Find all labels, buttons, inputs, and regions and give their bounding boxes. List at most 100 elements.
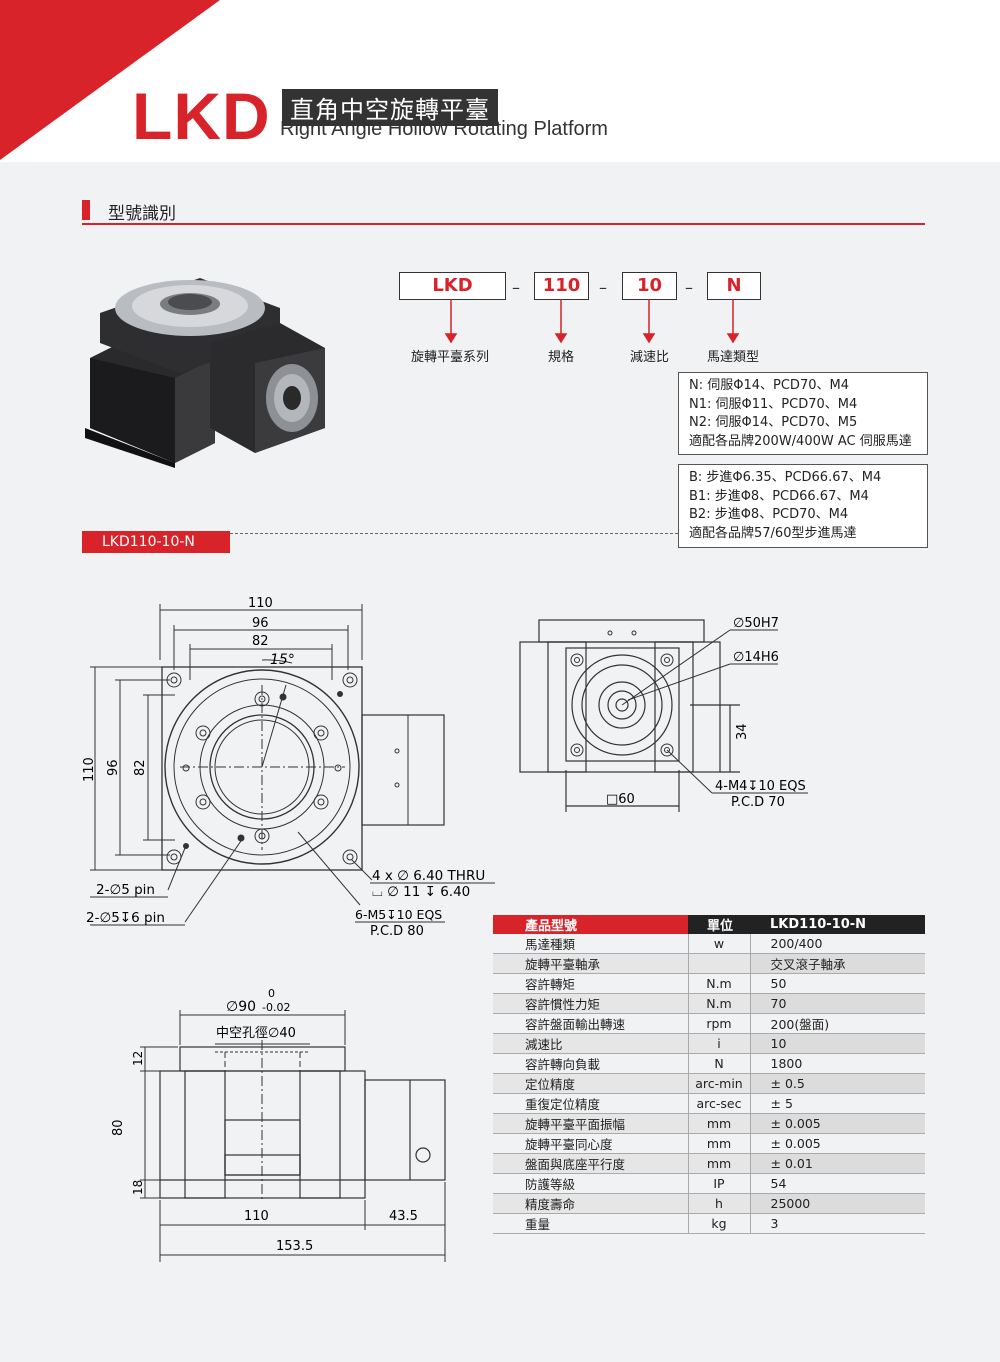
param-value: ± 5 <box>750 1093 925 1114</box>
option-line: N2: 伺服Φ14、PCD70、M5 <box>689 415 858 430</box>
code-label-size: 規格 <box>548 350 575 365</box>
dim-front-height-96: 96 <box>106 759 121 776</box>
param-value: 25000 <box>750 1193 925 1214</box>
param-name: 防護等級 <box>493 1173 688 1194</box>
code-label-series: 旋轉平臺系列 <box>411 350 490 365</box>
code-series-box: LKD <box>399 272 506 300</box>
param-name: 盤面與底座平行度 <box>493 1153 688 1174</box>
param-value: 1800 <box>750 1053 925 1074</box>
model-tag: LKD110-10-N <box>82 531 230 553</box>
code-dash: – <box>599 278 607 297</box>
param-unit: arc-sec <box>687 1093 751 1114</box>
param-unit: N.m <box>687 973 751 994</box>
note-thru-holes: 4 x ∅ 6.40 THRU <box>372 868 485 884</box>
param-name: 重復定位精度 <box>493 1093 688 1114</box>
stepper-options-box: B: 步進Φ6.35、PCD66.67、M4 B1: 步進Φ8、PCD66.67… <box>678 464 928 548</box>
param-name: 定位精度 <box>493 1073 688 1094</box>
dim-front-width-110: 110 <box>248 596 273 611</box>
param-value: 3 <box>750 1213 925 1234</box>
param-value: ± 0.005 <box>750 1113 925 1134</box>
option-line: B: 步進Φ6.35、PCD66.67、M4 <box>689 470 882 485</box>
param-unit: i <box>687 1033 751 1054</box>
option-line: B1: 步進Φ8、PCD66.67、M4 <box>689 488 869 504</box>
note-pin: 2-∅5 pin <box>96 882 155 898</box>
param-value: 200(盤面) <box>750 1013 925 1034</box>
dim-front-width-82: 82 <box>252 634 269 649</box>
code-arrows <box>444 299 740 344</box>
param-name: 旋轉平臺軸承 <box>493 953 688 974</box>
note-m5-threads: 6-M5↧10 EQS <box>355 907 442 922</box>
section-marker <box>82 200 90 220</box>
section-divider <box>82 223 925 225</box>
note-pcd70: P.C.D 70 <box>731 795 785 810</box>
dim-tol-lower: -0.02 <box>262 1001 290 1014</box>
param-value: 54 <box>750 1173 925 1194</box>
dim-tol-upper: 0 <box>268 987 275 1000</box>
dim-diameter-90: ∅90 <box>226 999 256 1015</box>
table-row: 旋轉平臺軸承 交叉滾子軸承 <box>493 953 925 974</box>
note-pin-depth: 2-∅5↧6 pin <box>86 910 165 926</box>
dotted-separator <box>230 533 678 534</box>
option-line: 適配各品牌200W/400W AC 伺服馬達 <box>689 433 912 449</box>
dim-front-width-96: 96 <box>252 616 269 631</box>
param-value: 交叉滾子軸承 <box>750 953 925 974</box>
code-label-ratio: 減速比 <box>630 350 670 365</box>
note-counterbore: ⌴ ∅ 11 ↧ 6.40 <box>372 884 470 900</box>
brand-logo: LKD <box>132 79 271 153</box>
dim-angle: 15° <box>270 652 295 668</box>
dim-height-34: 34 <box>735 723 750 740</box>
param-value: ± 0.01 <box>750 1153 925 1174</box>
dim-bore-50h7: ∅50H7 <box>733 616 779 631</box>
param-name: 重量 <box>493 1213 688 1234</box>
param-unit: N.m <box>687 993 751 1014</box>
dim-length-43-5: 43.5 <box>389 1209 418 1224</box>
param-value: 10 <box>750 1033 925 1054</box>
dim-square-60: □60 <box>606 792 635 807</box>
option-line: B2: 步進Φ8、PCD70、M4 <box>689 507 849 522</box>
header-unit: 單位 <box>688 915 750 934</box>
param-unit: mm <box>687 1153 751 1174</box>
param-unit: IP <box>687 1173 751 1194</box>
dim-height-18: 18 <box>131 1180 145 1195</box>
param-unit: rpm <box>687 1013 751 1034</box>
param-name: 減速比 <box>493 1033 688 1054</box>
param-name: 容許轉矩 <box>493 973 688 994</box>
param-name: 容許盤面輸出轉速 <box>493 1013 688 1034</box>
option-line: N1: 伺服Φ11、PCD70、M4 <box>689 396 858 412</box>
product-photo <box>85 278 325 468</box>
param-value: 70 <box>750 993 925 1014</box>
dim-hollow-bore: 中空孔徑∅40 <box>216 1026 296 1041</box>
title-chinese: 直角中空旋轉平臺 <box>282 89 498 126</box>
header-value: LKD110-10-N <box>750 915 925 934</box>
param-unit: arc-min <box>687 1073 751 1094</box>
param-name: 旋轉平臺同心度 <box>493 1133 688 1154</box>
note-pcd80: P.C.D 80 <box>370 924 424 939</box>
code-motor-box: N <box>707 272 761 300</box>
dim-height-12: 12 <box>131 1051 145 1066</box>
param-unit <box>687 953 751 974</box>
param-name: 旋轉平臺平面振幅 <box>493 1113 688 1134</box>
param-value: 50 <box>750 973 925 994</box>
param-unit: N <box>687 1053 751 1074</box>
section-title: 型號識別 <box>108 204 176 224</box>
option-line: N: 伺服Φ14、PCD70、M4 <box>689 378 849 393</box>
param-unit: w <box>687 934 751 954</box>
param-name: 精度壽命 <box>493 1193 688 1214</box>
param-unit: h <box>687 1193 751 1214</box>
dim-front-height-82: 82 <box>133 759 148 776</box>
